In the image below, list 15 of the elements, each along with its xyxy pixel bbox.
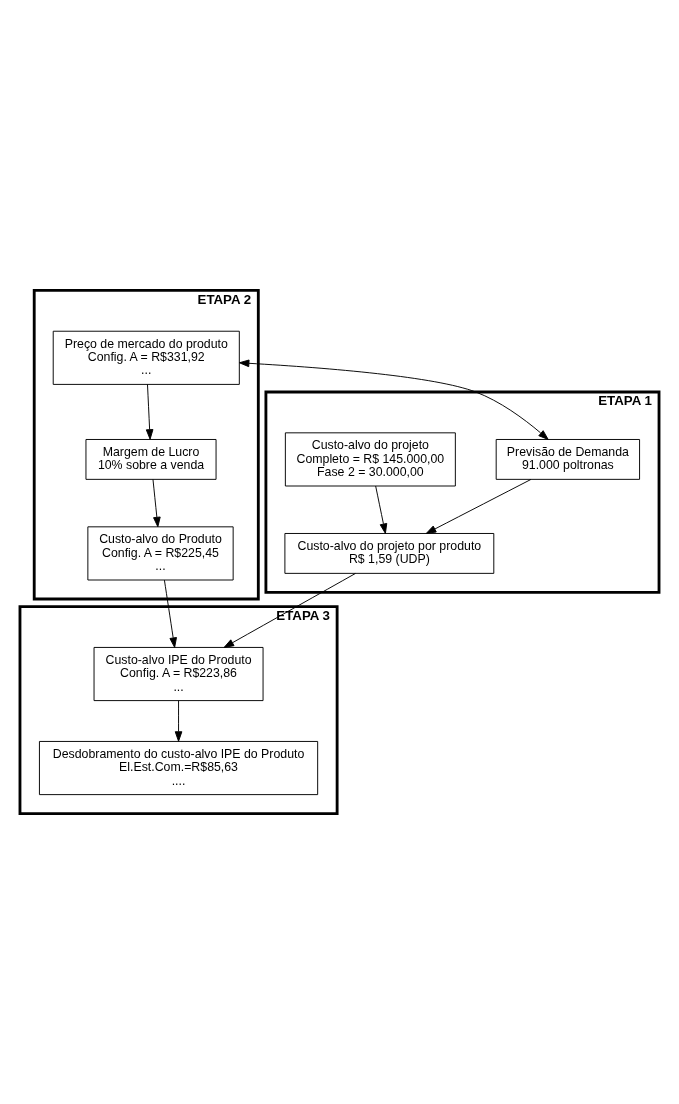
- arrow: [163, 579, 177, 648]
- arrow: [375, 485, 388, 534]
- arrow: [238, 359, 549, 440]
- node-box: Custo-alvo do Produto Config. A = R$225,45 ...: [87, 526, 234, 581]
- node-box: Custo-alvo do projeto Completo = R$ 145.000,00 Fase 2 = 30.000,00: [284, 432, 456, 487]
- node-box: Custo-alvo IPE do Produto Config. A = R$223,86 ...: [93, 646, 264, 702]
- node-box: Preço de mercado do produto Config. A = R$331,92 ...: [52, 330, 240, 385]
- node-box: Custo-alvo do projeto por produto R$ 1,59 (UDP): [284, 533, 495, 574]
- arrow: [425, 478, 532, 534]
- arrow: [174, 700, 183, 742]
- arrow: [152, 478, 161, 528]
- node-box: Margem de Lucro 10% sobre a venda: [85, 439, 217, 480]
- node-box: Desdobramento do custo-alvo IPE do Produto El.Est.Com.=R$85,63 ....: [38, 740, 319, 796]
- arrow: [145, 383, 154, 440]
- node-box: Previsão de Demanda 91.000 poltronas: [495, 439, 641, 480]
